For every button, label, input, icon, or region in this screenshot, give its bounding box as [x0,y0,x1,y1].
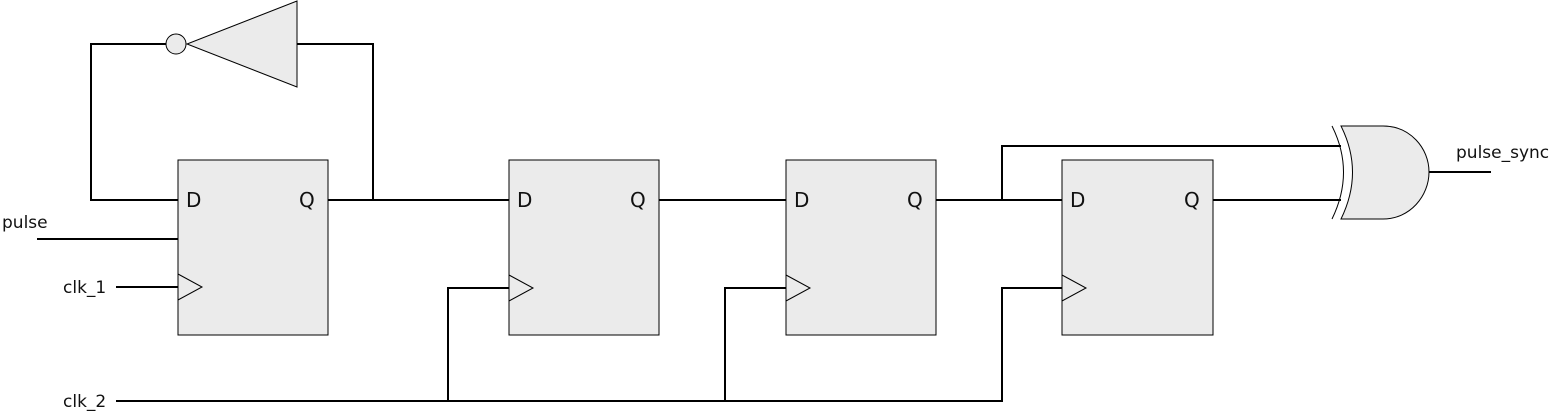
wire-q3-xor [1001,145,1341,201]
ff1-body [177,159,329,336]
ff3-clock-marker [785,274,812,302]
inverter-bubble [165,33,187,55]
flip-flop-3: D Q [785,159,937,336]
label-pulse: pulse [2,213,48,233]
xor-gate [1331,125,1430,220]
xor-body [1340,125,1430,220]
ff4-body [1061,159,1214,336]
ff2-clock-marker [508,274,535,302]
wire-clk2-ff4 [1001,287,1063,402]
label-pulse-sync: pulse_sync [1456,143,1549,163]
wire-clk2-ff2 [447,287,510,402]
ff3-body [785,159,937,336]
inverter-gate [165,0,298,88]
ff4-q-label: Q [1184,188,1200,212]
label-clk1: clk_1 [63,278,106,298]
wire-feedback-in [90,43,179,201]
wire-feedback-out [296,43,374,201]
wire-clk2-ff3 [724,287,787,402]
ff1-q-label: Q [299,188,315,212]
inverter-triangle [185,0,298,88]
ff2-q-label: Q [630,188,646,212]
xor-input-arc [1331,125,1344,220]
ff2-body [508,159,660,336]
ff3-d-label: D [794,188,809,212]
ff1-d-label: D [186,188,201,212]
signal-labels: pulse clk_1 clk_2 pulse_sync [2,143,1549,412]
ff3-q-label: Q [907,188,923,212]
ff1-clock-marker [177,273,204,301]
flip-flop-2: D Q [508,159,660,336]
ff4-clock-marker [1061,274,1088,302]
ff2-d-label: D [517,188,532,212]
ff4-d-label: D [1070,188,1085,212]
flip-flop-4: D Q [1061,159,1214,336]
wires [37,43,1491,402]
flip-flop-1: D Q [177,159,329,336]
label-clk2: clk_2 [63,392,106,412]
